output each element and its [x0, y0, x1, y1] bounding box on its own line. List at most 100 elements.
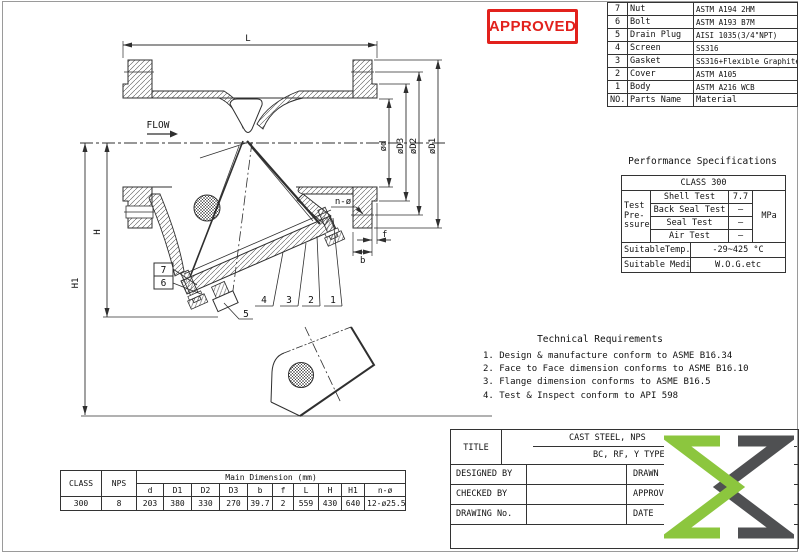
pressure-label-line: Pre- — [624, 210, 645, 221]
part-material: ASTM A216 WCB — [693, 80, 798, 94]
diameter-extension-lines — [374, 59, 442, 229]
part-material: ASTM A193 B7M — [693, 15, 798, 29]
callout-leader-2 — [302, 235, 321, 307]
media-label: Suitable Media — [621, 257, 691, 273]
row-line — [451, 464, 798, 465]
flow-arrow-head — [170, 130, 178, 138]
performance-title: Performance Specifications — [628, 156, 777, 167]
dim-value: 39.7 — [247, 496, 273, 511]
technical-requirements-list: 1. Design & manufacture conform to ASME … — [483, 350, 798, 403]
table-row: 3 Gasket SS316+Flexible Graphite — [607, 54, 798, 68]
dim-value: 559 — [293, 496, 319, 511]
part-no: 7 — [607, 2, 628, 16]
col-header: H — [318, 483, 342, 497]
requirement-item: 1. Design & manufacture conform to ASME … — [483, 351, 733, 361]
dim-label-H: H — [93, 229, 103, 234]
dim-value: 2 — [272, 496, 294, 511]
title-line2: BC, RF, Y TYPE- — [593, 450, 670, 460]
top-wall-right — [256, 90, 354, 130]
dim-label-n: n-ø — [335, 197, 352, 207]
dimension-span-header: Main Dimension (mm) — [135, 470, 407, 484]
pressure-label-line: Test — [624, 201, 645, 212]
callout-leader-4 — [255, 251, 284, 307]
table-row: 5 Drain Plug AISI 1035(3/4"NPT) — [607, 28, 798, 42]
test-value: – — [728, 216, 753, 230]
requirement-item: 3. Flange dimension conforms to ASME B16… — [483, 377, 711, 388]
dim-label-D1: øD1 — [428, 138, 438, 154]
nps-value: 8 — [101, 496, 137, 511]
title-cell-divider — [501, 430, 502, 464]
table-row: 6 Bolt ASTM A193 B7M — [607, 15, 798, 29]
drain-plug — [210, 280, 239, 313]
test-pressure-label: Test Pre- ssure — [621, 190, 651, 243]
screen-detail-view — [270, 326, 376, 417]
test-value: – — [728, 229, 753, 243]
part-material: ASTM A194 2HM — [693, 2, 798, 16]
row-line — [451, 504, 798, 505]
screen-mesh — [193, 194, 221, 222]
right-bolt-assembly — [317, 206, 346, 247]
date-label: DATE — [633, 509, 654, 519]
row-line — [451, 484, 798, 485]
callout-leader-3 — [280, 242, 307, 307]
flow-label: FLOW — [147, 120, 170, 131]
bottom-wall-right — [297, 186, 354, 195]
col-header: n-ø — [363, 483, 407, 497]
right-flange-top — [352, 59, 378, 99]
table-header-row: NO. Parts Name Material — [607, 93, 798, 107]
test-value: 7.7 — [728, 190, 753, 204]
test-name: Shell Test — [650, 190, 729, 204]
branch-wall-left — [148, 193, 185, 277]
dim-value: 430 — [318, 496, 342, 511]
nps-column-header: NPS — [101, 470, 137, 497]
main-dimension-table: CLASS NPS Main Dimension (mm) d D1 D2 D3… — [60, 470, 407, 511]
title-line1: CAST STEEL, NPS — [569, 433, 646, 443]
part-label-6: 6 — [161, 278, 167, 289]
part-name: Drain Plug — [627, 28, 694, 42]
col-header: D1 — [163, 483, 192, 497]
col-header: D2 — [191, 483, 220, 497]
part-label-2: 2 — [308, 295, 314, 306]
dim-value: 330 — [191, 496, 220, 511]
part-name: Gasket — [627, 54, 694, 68]
part-label-7: 7 — [161, 265, 167, 276]
part-name: Nut — [627, 2, 694, 16]
branch-centerline — [230, 141, 253, 307]
col-header: H1 — [341, 483, 365, 497]
dim-label-D2: øD2 — [409, 138, 419, 154]
row-line — [451, 524, 798, 525]
checked-by-label: CHECKED BY — [456, 489, 508, 499]
col-header: L — [293, 483, 319, 497]
designed-by-label: DESIGNED BY — [456, 469, 513, 479]
part-no: 2 — [607, 67, 628, 81]
pressure-label-line: ssure — [624, 220, 650, 231]
callout-leader-5 — [223, 302, 253, 320]
callout-leaders-67 — [172, 268, 202, 295]
part-material: ASTM A105 — [693, 67, 798, 81]
col-header: d — [136, 483, 164, 497]
dim-label-b: b — [360, 256, 365, 266]
title-label: TITLE — [463, 443, 489, 453]
left-flange-top — [122, 59, 153, 99]
col-header: D3 — [219, 483, 248, 497]
cover-plate — [180, 215, 337, 295]
part-material: AISI 1035(3/4"NPT) — [693, 28, 798, 42]
n-hole-leader — [331, 207, 363, 214]
part-no: 4 — [607, 41, 628, 55]
performance-table: CLASS 300 Test Pre- ssure Shell Test 7.7… — [620, 175, 787, 273]
part-material: SS316+Flexible Graphite — [693, 54, 798, 68]
col-line — [626, 464, 627, 524]
parts-table: 7 Nut ASTM A194 2HM 6 Bolt ASTM A193 B7M… — [607, 2, 798, 107]
part-name: Cover — [627, 67, 694, 81]
dim-value: 12-ø25.5 — [363, 496, 407, 511]
part-no: 3 — [607, 54, 628, 68]
callout-leader-1 — [324, 217, 343, 307]
screen-seat-right — [246, 140, 321, 225]
test-value: – — [728, 203, 753, 217]
dim-label-f: f — [382, 230, 387, 240]
part-label-5: 5 — [243, 309, 249, 320]
test-name: Back Seal Test — [650, 203, 729, 217]
callout-box-6 — [153, 275, 174, 290]
